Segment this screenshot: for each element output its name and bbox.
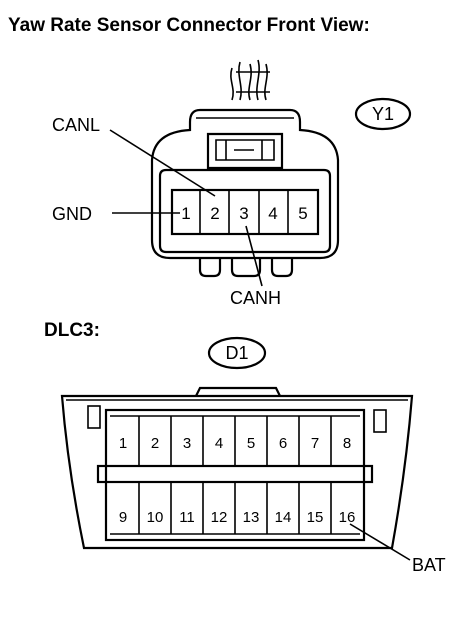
dlc3-connector-drawing (60, 386, 414, 550)
dlc3-pin-16: 16 (339, 509, 356, 526)
canh-label: CANH (230, 288, 281, 308)
dlc3-pin-5: 5 (247, 435, 255, 452)
yaw-pin-5: 5 (298, 204, 307, 223)
yaw-pin-1: 1 (181, 204, 190, 223)
bat-leader (349, 523, 411, 561)
dlc3-pin-6: 6 (279, 435, 287, 452)
dlc3-pin-10: 10 (147, 509, 164, 526)
yaw-connector-drawing (150, 59, 340, 278)
dlc3-pin-15: 15 (307, 509, 324, 526)
gnd-label: GND (52, 204, 92, 224)
dlc3-pin-8: 8 (343, 435, 351, 452)
dlc3-title: DLC3: (44, 320, 100, 341)
y1-badge (354, 97, 412, 131)
canl-label: CANL (52, 115, 100, 135)
y1-badge-label: Y1 (372, 104, 394, 124)
dlc3-pin-grid (104, 408, 366, 542)
dlc3-pin-9: 9 (119, 509, 127, 526)
canh-leader (245, 225, 263, 287)
d1-badge (207, 336, 267, 370)
yaw-pin-frame (170, 188, 320, 236)
yaw-connector-title: Yaw Rate Sensor Connector Front View: (8, 15, 370, 36)
d1-badge-label: D1 (225, 343, 248, 363)
dlc3-pin-4: 4 (215, 435, 223, 452)
yaw-pin-3: 3 (239, 204, 248, 223)
dlc3-pin-3: 3 (183, 435, 191, 452)
dlc3-pin-1: 1 (119, 435, 127, 452)
dlc3-pin-12: 12 (211, 509, 228, 526)
dlc3-pin-2: 2 (151, 435, 159, 452)
dlc3-pin-13: 13 (243, 509, 260, 526)
dlc3-pin-11: 11 (179, 509, 195, 526)
bat-label: BAT (412, 555, 446, 575)
yaw-pin-4: 4 (268, 204, 277, 223)
canl-leader (109, 129, 216, 197)
yaw-pin-2: 2 (210, 204, 219, 223)
dlc3-pin-7: 7 (311, 435, 319, 452)
dlc3-pin-14: 14 (275, 509, 292, 526)
